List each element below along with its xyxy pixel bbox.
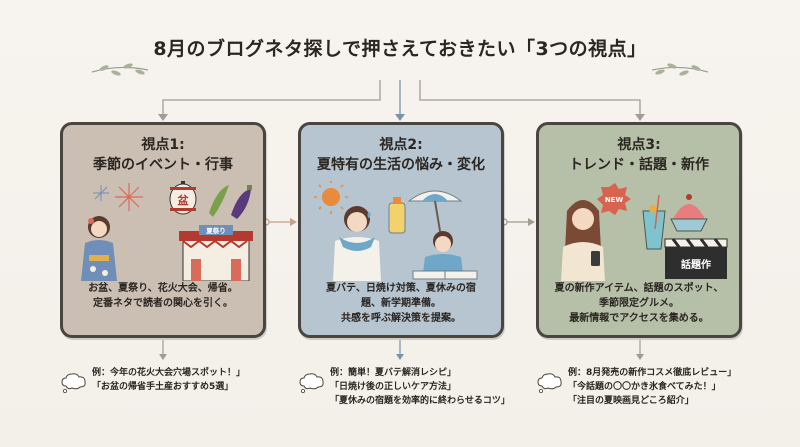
branch-line-left: [162, 80, 381, 116]
summer-festival-illustration: 盆 夏祭り: [81, 181, 253, 281]
thought-bubble-icon: [61, 373, 86, 393]
example-item: 例：8月発売の新作コスメ徹底レビュー」: [568, 368, 737, 378]
viewpoint-card-3: 視点3: トレンド・話題・新作 NEW 話題作: [536, 122, 742, 338]
example-item: 「夏休みの宿題を効率的に終わらせるコツ」: [330, 396, 510, 406]
down-arrow-1: [159, 354, 167, 360]
arrowhead-left: [158, 114, 168, 121]
page-title: 8月のブログネタ探しで押さえておきたい「3つの視点」: [153, 38, 647, 60]
sweating-boy-icon: [333, 206, 381, 281]
example-item: 例：簡単！夏バテ解消レシピ」: [330, 368, 457, 378]
clapperboard-label: 話題作: [681, 258, 711, 271]
thought-bubble-icon: [537, 373, 562, 393]
stall-sign-label: 夏祭り: [206, 226, 226, 235]
paper-lantern-icon: 盆: [169, 181, 197, 215]
description-line: お盆、夏祭り、花火大会、帰省。: [88, 283, 238, 294]
card-description: お盆、夏祭り、花火大会、帰省。 定番ネタで読者の関心を引く。: [69, 281, 257, 311]
card-title: 夏特有の生活の悩み・変化: [317, 157, 485, 173]
link-2-3-arrow: [528, 218, 535, 226]
new-badge-label: NEW: [605, 196, 624, 204]
sunscreen-icon: [388, 197, 406, 234]
example-item: 「日焼け後の正しいケア方法」: [330, 382, 457, 392]
leaf-vine-left-icon: [91, 63, 149, 76]
fireworks-icon: [93, 183, 143, 211]
card-number: 視点3:: [617, 137, 661, 153]
card-number: 視点1:: [141, 137, 185, 153]
down-arrow-2: [396, 354, 404, 360]
woman-smartphone-icon: [561, 200, 605, 281]
down-arrow-3: [636, 354, 644, 360]
new-badge-icon: NEW: [597, 183, 631, 215]
cucumber-eggplant-icon: [209, 185, 252, 219]
lantern-label: 盆: [177, 193, 190, 207]
description-line: 定番ネタで読者の関心を引く。: [93, 298, 233, 309]
card-heading: 視点2: 夏特有の生活の悩み・変化: [301, 135, 501, 175]
card-heading: 視点3: トレンド・話題・新作: [539, 135, 739, 175]
description-line: 共感を呼ぶ解決策を提案。: [341, 313, 461, 324]
arrowhead-right: [635, 114, 645, 121]
description-line: 季節限定グルメ。: [599, 298, 679, 309]
leaf-vine-right-icon: [651, 63, 709, 76]
clapperboard-icon: 話題作: [664, 238, 728, 279]
card-title: 季節のイベント・行事: [93, 157, 233, 173]
card-number: 視点2:: [379, 137, 423, 153]
description-line: 題、新学期準備。: [361, 298, 441, 309]
example-item: 「注目の夏映画見どころ紹介」: [568, 396, 694, 406]
example-item: 例：今年の花火大会穴場スポット！」: [92, 368, 246, 378]
soda-drink-icon: [642, 194, 666, 250]
thought-bubble-icon: [299, 373, 324, 393]
description-line: 夏の新作アイテム、話題のスポット、: [554, 283, 724, 294]
description-line: 夏バテ、日焼け対策、夏休みの宿: [326, 283, 476, 294]
viewpoint-card-2: 視点2: 夏特有の生活の悩み・変化: [298, 122, 504, 338]
studying-child-icon: [412, 231, 478, 280]
beach-umbrella-icon: [407, 190, 463, 238]
summer-life-illustration: [314, 181, 478, 281]
card-description: 夏の新作アイテム、話題のスポット、 季節限定グルメ。 最新情報でアクセスを集める…: [545, 281, 733, 326]
viewpoint-card-1: 視点1: 季節のイベント・行事: [60, 122, 266, 338]
link-1-2-arrow: [290, 218, 297, 226]
example-list-3: 例：8月発売の新作コスメ徹底レビュー」 「今話題の〇〇かき氷食べてみた！」 「注…: [568, 366, 736, 408]
card-heading: 視点1: 季節のイベント・行事: [63, 135, 263, 175]
example-item: 「お盆の帰省手土産おすすめ5選」: [92, 382, 234, 392]
girl-yukata-icon: [81, 216, 117, 281]
festival-stall-icon: 夏祭り: [179, 225, 253, 281]
branch-line-right: [419, 80, 641, 116]
example-list-2: 例：簡単！夏バテ解消レシピ」 「日焼け後の正しいケア方法」 「夏休みの宿題を効率…: [330, 366, 510, 408]
shaved-ice-icon: [670, 194, 708, 232]
description-line: 最新情報でアクセスを集める。: [569, 313, 709, 324]
card-description: 夏バテ、日焼け対策、夏休みの宿 題、新学期準備。 共感を呼ぶ解決策を提案。: [307, 281, 495, 326]
sun-icon: [314, 181, 348, 214]
card-title: トレンド・話題・新作: [569, 157, 709, 173]
example-list-1: 例：今年の花火大会穴場スポット！」 「お盆の帰省手土産おすすめ5選」: [92, 366, 245, 394]
example-item: 「今話題の〇〇かき氷食べてみた！」: [568, 382, 721, 392]
arrowhead-center: [395, 114, 405, 121]
trend-illustration: NEW 話題作: [561, 183, 728, 281]
